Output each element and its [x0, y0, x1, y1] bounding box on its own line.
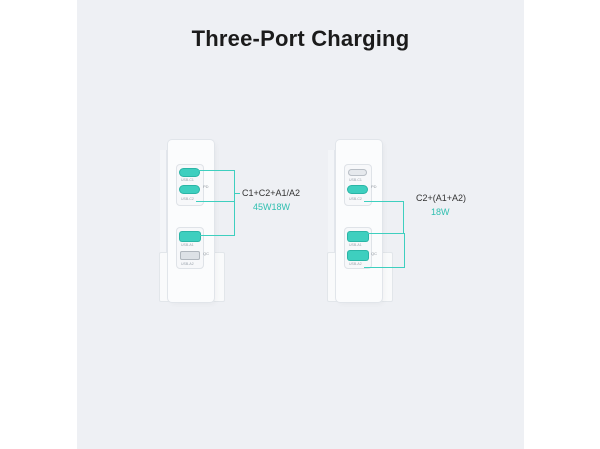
charger-1-config-label: C1+C2+A1/A2 [242, 188, 301, 198]
charger-2-ridge [328, 150, 335, 298]
charger-1-usb-a2-port [180, 251, 200, 260]
charger-1-type-c-socket: USB-C1 USB-C2 [176, 164, 204, 206]
charger-2-usb-c2-label: USB-C2 [349, 197, 362, 201]
charger-1-qc-label: QC [203, 251, 209, 256]
charger-1-usb-c1-label: USB-C1 [181, 178, 194, 182]
page-title: Three-Port Charging [191, 26, 410, 51]
charger-2-pd-label: PD [371, 184, 377, 189]
charger-1-usb-c1-port [180, 169, 199, 176]
charger-1-type-a-socket: USB-A1 USB-A2 [176, 227, 204, 269]
charger-1-usb-a1-label: USB-A1 [181, 243, 194, 247]
charger-1-usb-c2-port [180, 186, 199, 193]
charger-1-ridge [160, 150, 167, 298]
charger-2-config-label: C2+(A1+A2) [416, 193, 467, 203]
charger-2-usb-a2-port [348, 251, 368, 260]
charger-1-connector-tail [234, 193, 240, 194]
charger-1-foot-right [213, 252, 225, 302]
charger-2-qc-label: QC [371, 251, 377, 256]
charger-2-connector-bracket [364, 233, 405, 268]
charger-1-wattage: 45W18W [253, 202, 291, 212]
charger-1-pd-label: PD [203, 184, 209, 189]
charger-2-usb-a2-label: USB-A2 [349, 262, 362, 266]
charger-2-wattage: 18W [431, 207, 450, 217]
charger-1-usb-a2-label: USB-A2 [181, 262, 194, 266]
charger-2-usb-a1-port [348, 232, 368, 241]
charger-2-usb-c1-label: USB-C1 [349, 178, 362, 182]
charger-2-type-c-socket: USB-C1 USB-C2 [344, 164, 372, 206]
charger-2-connector-vertical [403, 201, 404, 234]
charger-1-body: USB-C1 USB-C2 PD USB-A1 USB-A2 QC [168, 140, 214, 302]
charger-2-type-a-socket: USB-A1 USB-A2 [344, 227, 372, 269]
charger-2-connector-top [364, 201, 404, 202]
charger-1-connector-bracket [196, 170, 235, 236]
charger-2-usb-a1-label: USB-A1 [349, 243, 362, 247]
charger-2-body: USB-C1 USB-C2 PD USB-A1 USB-A2 QC [336, 140, 382, 302]
product-panel [77, 0, 524, 449]
charger-2-usb-c2-port [348, 186, 367, 193]
charger-1-connector-mid [196, 201, 234, 202]
charger-2-usb-c1-port [348, 169, 367, 176]
charger-1-usb-c2-label: USB-C2 [181, 197, 194, 201]
charger-1-usb-a1-port [180, 232, 200, 241]
